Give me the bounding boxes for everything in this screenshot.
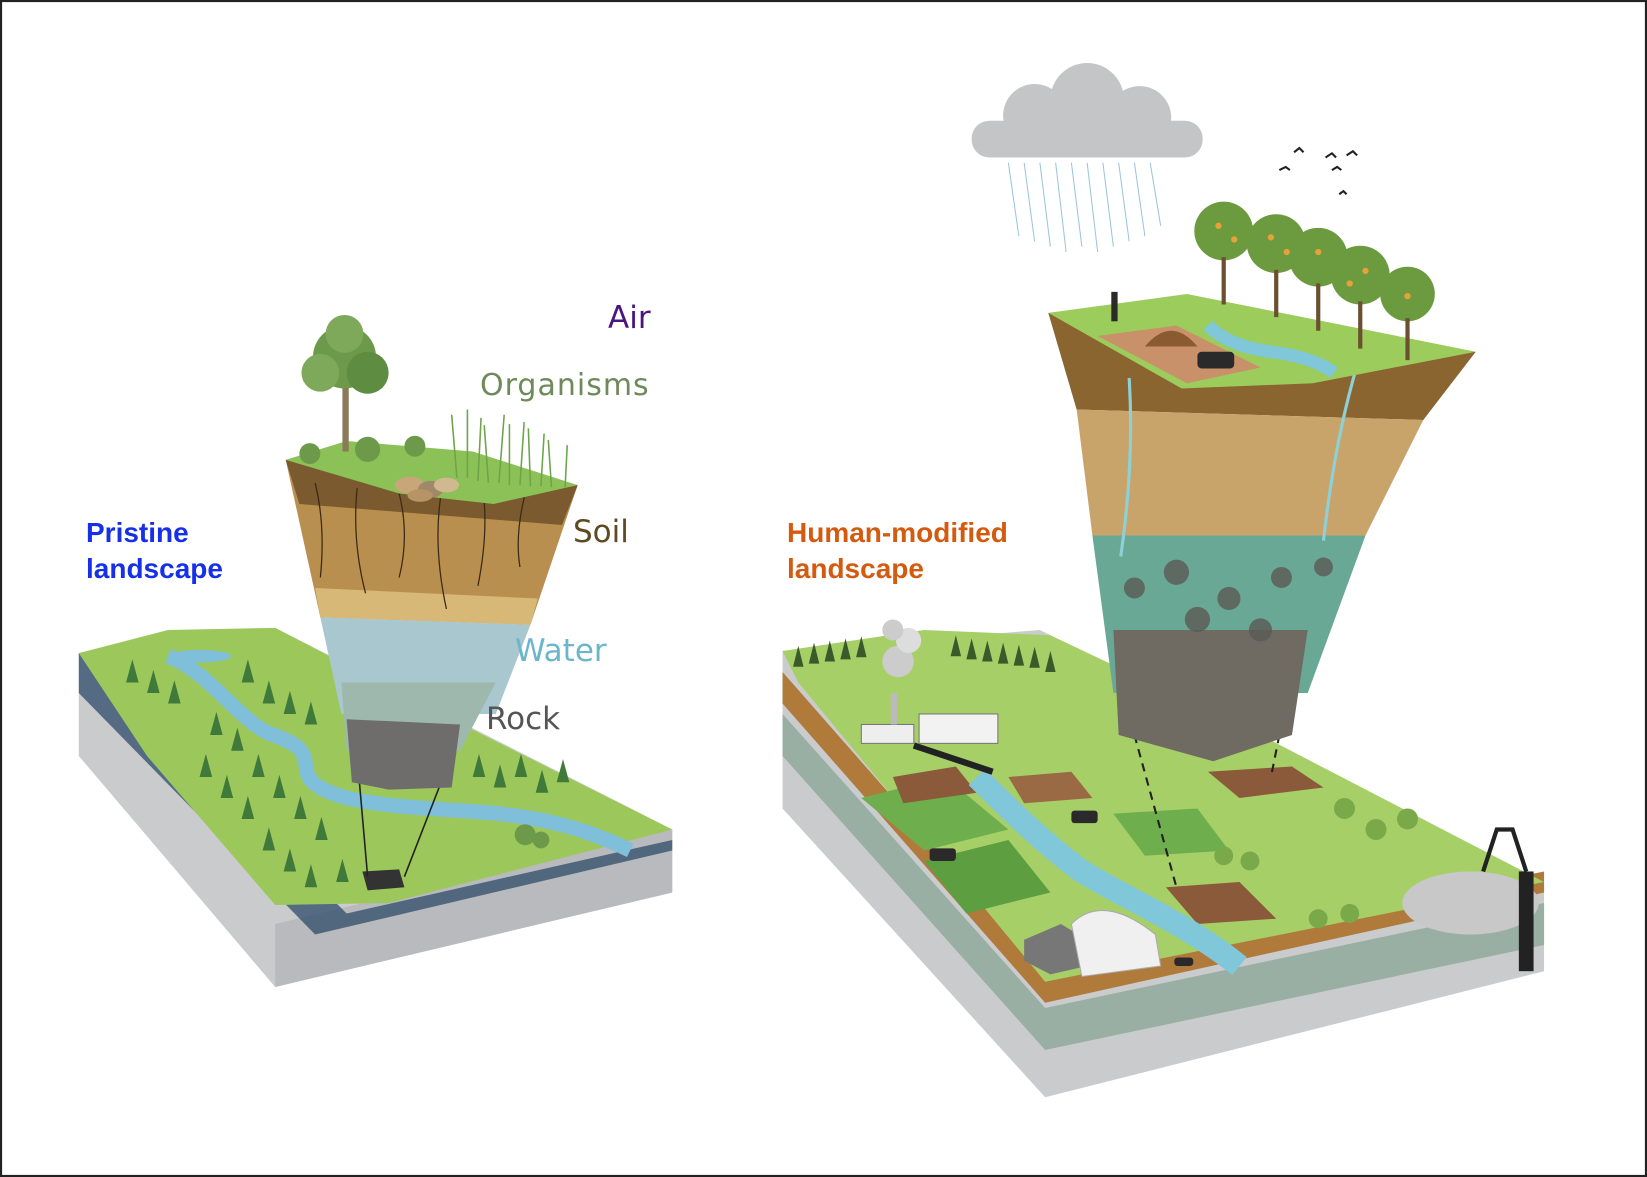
- livestock: [929, 810, 1194, 966]
- label-rock: Rock: [486, 701, 561, 737]
- rain: [1007, 162, 1162, 253]
- barn-and-greenhouse: [1024, 909, 1162, 978]
- sample-pit: [362, 869, 405, 891]
- orchard-trees: [1214, 797, 1419, 929]
- discharge-pipe: [912, 742, 994, 775]
- forest: [126, 659, 570, 888]
- pristine-landscape-block: [78, 627, 673, 987]
- label-human-modified-line2: landscape: [787, 553, 924, 584]
- mining-area: [1402, 871, 1539, 935]
- human-modified-landscape-block: [782, 619, 1545, 1098]
- leaf-litter: [394, 476, 460, 502]
- rock-layer: [346, 719, 461, 790]
- label-human-modified-line1: Human-modified: [787, 517, 1008, 548]
- label-soil: Soil: [573, 514, 629, 550]
- factory: [860, 619, 999, 744]
- tilled-field: [1097, 325, 1261, 384]
- label-water: Water: [515, 633, 607, 669]
- tall-grass: [450, 409, 568, 488]
- tree: [301, 314, 389, 452]
- rock-layer: [1113, 629, 1308, 762]
- oil-rig: [1481, 827, 1534, 972]
- human-modified-soil-column: [1048, 201, 1476, 762]
- label-pristine-line1: Pristine: [86, 517, 189, 548]
- orange-trees: [1194, 201, 1435, 361]
- soil-layer: [1076, 409, 1424, 536]
- label-pristine-line2: landscape: [86, 553, 223, 584]
- irrigation-stream: [1203, 320, 1338, 378]
- crop-fields: [861, 766, 1324, 924]
- birds: [1278, 146, 1358, 196]
- river: [968, 768, 1247, 975]
- rain-cloud: [971, 62, 1203, 253]
- cow: [1197, 351, 1235, 369]
- gravel-aquifer: [782, 713, 1545, 1050]
- label-organisms: Organisms: [480, 368, 650, 403]
- pristine-soil-column: [285, 314, 578, 790]
- label-air: Air: [608, 300, 651, 336]
- conifer-rows: [793, 635, 1056, 672]
- river: [165, 649, 634, 858]
- label-pristine-landscape: Pristine landscape: [86, 515, 223, 587]
- label-human-modified-landscape: Human-modified landscape: [787, 515, 1008, 587]
- farmer: [1111, 291, 1118, 322]
- manure-pile: [1144, 330, 1198, 347]
